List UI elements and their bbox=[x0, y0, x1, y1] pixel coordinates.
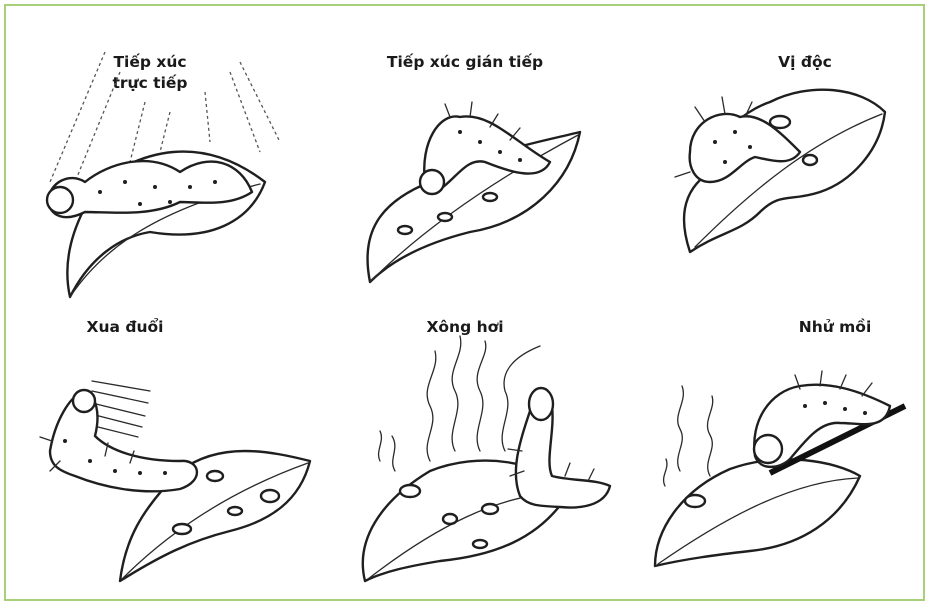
caterpillar-fumigant-illustration bbox=[340, 311, 630, 601]
panel-bait: Nhử mồi bbox=[640, 311, 920, 601]
panel-contact-indirect: Tiếp xúc gián tiếp bbox=[340, 32, 590, 302]
caterpillar-direct-contact-illustration bbox=[30, 32, 280, 302]
figure-frame: Tiếp xúc trực tiếp Tiếp xúc gián tiếp bbox=[4, 4, 925, 601]
panel-fumigant: Xông hơi bbox=[340, 311, 630, 601]
caterpillar-bait-illustration bbox=[640, 311, 920, 601]
caterpillar-indirect-contact-illustration bbox=[340, 32, 590, 302]
panel-contact-direct: Tiếp xúc trực tiếp bbox=[30, 32, 280, 302]
caterpillar-stomach-poison-illustration bbox=[650, 32, 900, 302]
panel-stomach-poison: Vị độc bbox=[650, 32, 900, 302]
caterpillar-repellent-illustration bbox=[30, 311, 330, 601]
panel-repellent: Xua đuổi bbox=[30, 311, 330, 601]
